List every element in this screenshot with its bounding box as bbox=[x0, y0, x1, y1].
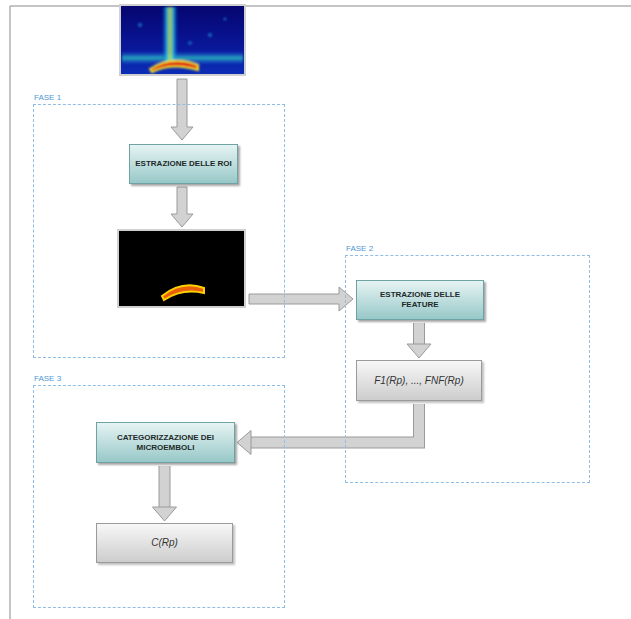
arrow-shaft bbox=[414, 323, 424, 344]
arrow-shaft bbox=[160, 466, 170, 507]
box-label: CATEGORIZZAZIONE DEI MICROEMBOLI bbox=[101, 433, 230, 453]
process-box: CATEGORIZZAZIONE DEI MICROEMBOLI bbox=[96, 422, 235, 463]
spectrogram-image bbox=[120, 5, 245, 75]
flow-arrow bbox=[171, 187, 193, 227]
spectrogram-signal bbox=[122, 7, 243, 72]
phase-group: FASE 3CATEGORIZZAZIONE DEI MICROEMBOLIC(… bbox=[33, 385, 285, 608]
roi-background bbox=[118, 230, 245, 307]
flow-arrow bbox=[153, 466, 177, 521]
flow-arrow bbox=[249, 287, 353, 311]
phase-label: FASE 2 bbox=[346, 244, 589, 254]
process-box: C(Rp) bbox=[96, 523, 233, 563]
phase-group: FASE 1ESTRAZIONE DELLE ROI bbox=[33, 104, 285, 358]
flow-arrow bbox=[171, 79, 193, 140]
frame-line bbox=[10, 6, 631, 7]
arrow-head bbox=[237, 431, 251, 455]
phase-group: FASE 2ESTRAZIONE DELLE FEATUREF1(Rp), ..… bbox=[345, 255, 590, 483]
roi-shape bbox=[162, 285, 204, 300]
process-box: ESTRAZIONE DELLE ROI bbox=[129, 144, 238, 184]
phase-label: FASE 3 bbox=[34, 374, 284, 384]
frame-line bbox=[10, 6, 11, 619]
process-box: ESTRAZIONE DELLE FEATURE bbox=[356, 280, 484, 320]
arrow-head bbox=[407, 344, 431, 358]
box-label: ESTRAZIONE DELLE FEATURE bbox=[361, 290, 479, 310]
flow-arrow bbox=[237, 404, 419, 455]
arrow-shaft-outline bbox=[251, 404, 419, 443]
arrow-head bbox=[153, 507, 177, 521]
roi-image bbox=[118, 230, 245, 307]
box-label: ESTRAZIONE DELLE ROI bbox=[135, 159, 231, 169]
box-label: F1(Rp), ..., FNF(Rp) bbox=[374, 375, 463, 387]
process-box: F1(Rp), ..., FNF(Rp) bbox=[356, 360, 482, 401]
box-label: C(Rp) bbox=[151, 537, 178, 549]
spectrogram-background bbox=[120, 5, 245, 75]
arrow-shaft-outline bbox=[413, 323, 425, 344]
flow-arrow bbox=[407, 323, 431, 358]
arrow-shaft bbox=[251, 404, 419, 443]
arrow-shaft-outline bbox=[159, 466, 171, 507]
phase-label: FASE 1 bbox=[34, 93, 284, 103]
